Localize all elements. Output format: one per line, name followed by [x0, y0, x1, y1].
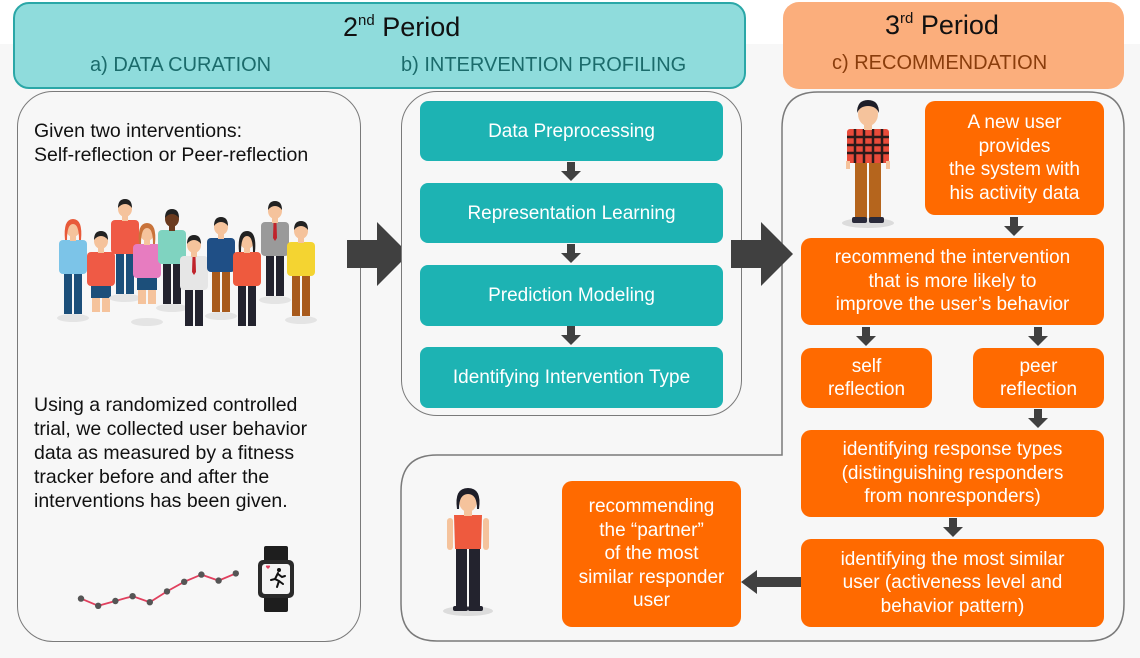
period-3-header: 3rd Period c) RECOMMENDATION	[783, 2, 1124, 89]
box-text-line: provides	[978, 135, 1051, 157]
description-line: tracker before and after the	[34, 466, 270, 488]
box-self-reflection: self reflection	[801, 348, 932, 408]
arrow-down-icon	[1028, 327, 1048, 346]
description-line: Using a randomized controlled	[34, 394, 298, 416]
description-text: Using a randomized controlled trial, we …	[34, 393, 307, 513]
trend-point	[95, 602, 102, 609]
box-text-line: peer	[1019, 355, 1058, 377]
trend-point	[146, 599, 153, 606]
box-text-line: his activity data	[949, 182, 1080, 204]
panel-data-curation	[17, 91, 361, 642]
box-text-line: improve the user’s behavior	[835, 294, 1070, 316]
box-text-line: identifying response types	[842, 439, 1063, 461]
box-text-line: reflection	[999, 379, 1078, 400]
arrow-down-icon	[1028, 409, 1048, 428]
trend-point	[129, 593, 136, 600]
box-text-line: similar responder	[578, 566, 725, 588]
description-line: trial, we collected user behavior	[34, 418, 308, 440]
box-text-line: recommending	[588, 496, 715, 518]
step-prediction-modeling: Prediction Modeling	[420, 265, 723, 326]
arrow-down-icon	[1004, 217, 1024, 236]
trend-point	[215, 577, 222, 584]
intro-line-1: Given two interventions:	[34, 120, 243, 142]
box-text-line: that is more likely to	[868, 270, 1037, 292]
step-identifying-intervention-type: Identifying Intervention Type	[420, 347, 723, 408]
activity-line-chart-icon	[77, 570, 239, 609]
woman-user-icon	[443, 488, 493, 616]
box-text-line: user (activeness level and	[842, 572, 1063, 594]
box-text-line: of the most	[604, 543, 699, 565]
box-recommend-intervention: recommend the intervention that is more …	[801, 238, 1104, 325]
arrow-down-icon	[561, 326, 581, 345]
step-data-preprocessing: Data Preprocessing	[420, 101, 723, 161]
intro-text: Given two interventions: Self-reflection…	[34, 119, 308, 167]
box-text-line: A new user	[967, 112, 1062, 133]
arrow-down-icon	[561, 162, 581, 181]
box-identifying-most-similar-user: identifying the most similar user (activ…	[801, 539, 1104, 627]
period-2-title: 2nd Period	[343, 12, 461, 42]
box-new-user-provides-data: A new user provides the system with his …	[925, 101, 1104, 215]
trend-point	[77, 595, 85, 602]
box-text-line: from nonresponders)	[864, 486, 1041, 508]
trend-point	[112, 597, 119, 605]
box-text-line: the system with	[949, 159, 1080, 180]
box-text-line: self	[851, 355, 882, 377]
box-peer-reflection: peer reflection	[973, 348, 1104, 408]
box-text-line: behavior pattern)	[880, 595, 1025, 617]
group-of-people-icon	[57, 199, 317, 326]
description-line: data as measured by a fitness	[34, 442, 295, 464]
trend-point	[163, 588, 171, 595]
description-line: interventions has been given.	[34, 490, 288, 512]
box-text-line: reflection	[827, 379, 906, 400]
arrow-right-icon	[347, 222, 409, 286]
arrow-down-icon	[561, 244, 581, 263]
trend-point	[198, 571, 205, 578]
box-recommending-partner: recommending the “partner” of the most s…	[562, 481, 741, 627]
fitness-tracker-watch-icon	[258, 546, 294, 612]
box-text-line: (distinguishing responders	[841, 462, 1064, 484]
period-3-title: 3rd Period	[885, 10, 999, 40]
arrow-left-icon	[741, 570, 801, 594]
trend-point	[181, 578, 188, 585]
period-2-header: 2nd Period a) DATA CURATION b) INTERVENT…	[13, 2, 746, 89]
intro-line-2: Self-reflection or Peer-reflection	[34, 144, 309, 166]
box-text-line: the “partner”	[599, 519, 704, 541]
box-identifying-response-types: identifying response types (distinguishi…	[801, 430, 1104, 517]
trend-point	[232, 570, 239, 577]
step-representation-learning: Representation Learning	[420, 183, 723, 243]
section-label-intervention-profiling: b) INTERVENTION PROFILING	[401, 54, 687, 76]
box-text-line: recommend the intervention	[834, 247, 1071, 269]
section-label-data-curation: a) DATA CURATION	[90, 54, 272, 76]
section-label-recommendation: c) RECOMMENDATION	[832, 52, 1048, 74]
box-text-line: identifying the most similar	[840, 548, 1065, 570]
arrow-right-icon	[731, 222, 793, 286]
man-user-icon	[842, 100, 894, 228]
arrow-down-icon	[856, 327, 876, 346]
box-text-line: user	[633, 590, 670, 612]
arrow-down-icon	[943, 518, 963, 537]
